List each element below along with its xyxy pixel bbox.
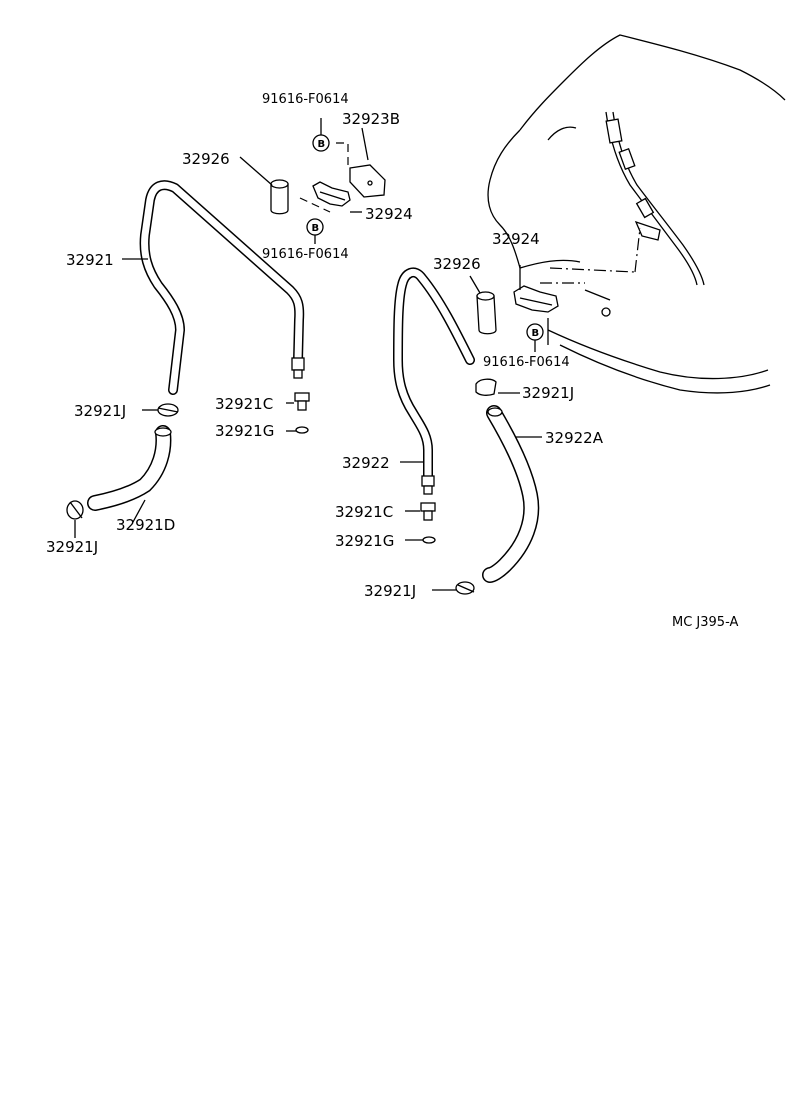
sleeve-32926-right[interactable] (476, 291, 497, 335)
label-32921c-right: 32921C (335, 503, 393, 521)
label-32921j-right-bottom: 32921J (364, 582, 416, 600)
clip-32921j-right-top[interactable] (475, 378, 497, 396)
label-91616-mid: 91616-F0614 (262, 247, 349, 262)
label-32926-right: 32926 (433, 255, 481, 273)
label-32924-right: 32924 (492, 230, 540, 248)
label-32923b: 32923B (342, 110, 400, 128)
gasket-32921g-left[interactable] (295, 426, 309, 434)
clip-32921j-left-bottom[interactable] (66, 500, 84, 520)
sleeve-32926-left[interactable] (270, 179, 289, 215)
leader-lines (74, 127, 542, 591)
diagram-code: MC J395-A (672, 615, 738, 630)
label-32921j-left-top: 32921J (74, 402, 126, 420)
hose-32921d[interactable] (87, 425, 172, 511)
pipe-32922[interactable] (393, 267, 475, 495)
label-32921g-left: 32921G (215, 422, 274, 440)
label-32926-left: 32926 (182, 150, 230, 168)
gasket-32921g-right[interactable] (422, 536, 436, 544)
hose-32922a[interactable] (482, 405, 540, 583)
label-32921g-right: 32921G (335, 532, 394, 550)
bolt-91616-mid[interactable]: B (306, 218, 324, 236)
label-32921d: 32921D (116, 516, 175, 534)
svg-text:B: B (318, 139, 326, 150)
union-bolt-32921c-right[interactable] (420, 502, 436, 521)
clip-32921j-left-top[interactable] (157, 403, 179, 417)
part-labels: 91616-F0614 32923B 32926 32924 91616-F06… (46, 92, 738, 630)
label-32921c-left: 32921C (215, 395, 273, 413)
bolt-91616-right[interactable]: B (526, 323, 544, 341)
clamp-32924-left[interactable] (299, 181, 351, 213)
label-91616-top: 91616-F0614 (262, 92, 349, 107)
label-32921j-right-top: 32921J (522, 384, 574, 402)
clip-32921j-right-bottom[interactable] (455, 581, 475, 595)
wire-harness (605, 111, 705, 286)
label-91616-right: 91616-F0614 (483, 355, 570, 370)
pipe-32921[interactable] (139, 180, 305, 395)
label-32924-left: 32924 (365, 205, 413, 223)
bracket-32923b[interactable] (336, 142, 386, 198)
label-32921: 32921 (66, 251, 114, 269)
svg-text:B: B (532, 328, 540, 339)
label-32922: 32922 (342, 454, 390, 472)
label-32922a: 32922A (545, 429, 604, 447)
bolt-91616-top[interactable]: B (312, 134, 330, 152)
svg-text:B: B (312, 223, 320, 234)
transmission-housing (487, 34, 786, 394)
clamp-32924-right[interactable] (513, 265, 559, 313)
label-32921j-left-bottom: 32921J (46, 538, 98, 556)
union-bolt-32921c-left[interactable] (294, 392, 310, 411)
